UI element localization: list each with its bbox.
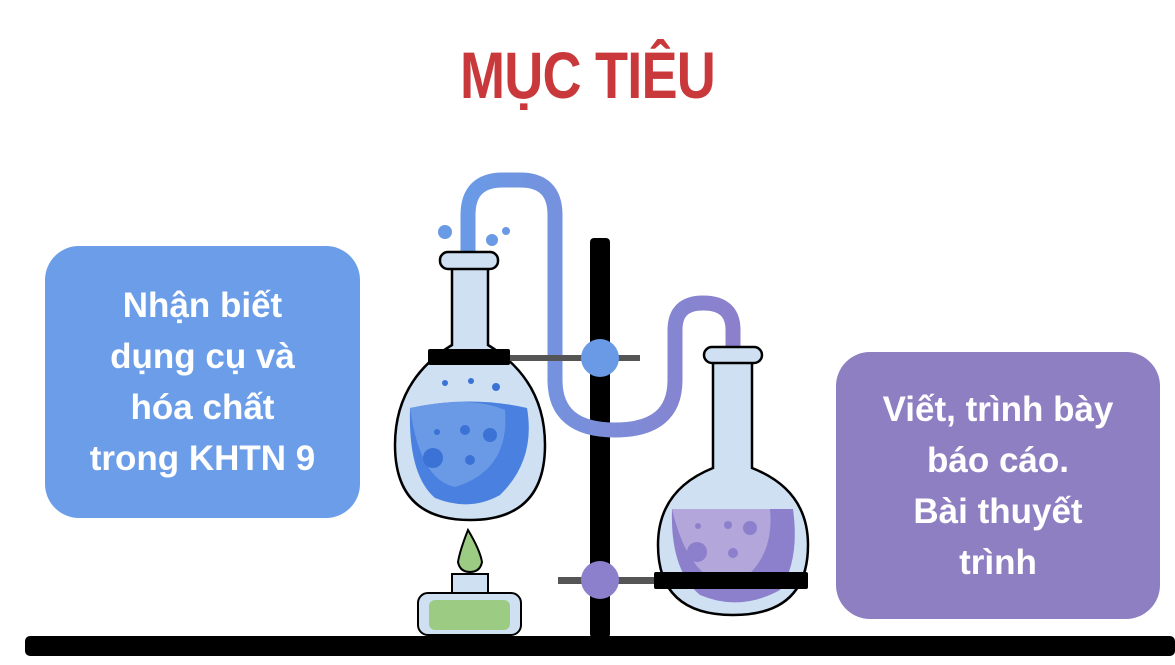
objective-text: Nhận biết dụng cụ và hóa chất trong KHTN…: [89, 286, 316, 478]
bubbles-icon: [438, 225, 510, 246]
clamp-knob-lower: [581, 561, 619, 599]
round-bottom-flask-blue: [393, 250, 547, 522]
delivery-tube: [460, 172, 741, 438]
clamp-arm-upper: [500, 355, 640, 361]
retort-stand-pole: [590, 238, 610, 638]
clamp-lower: [654, 572, 808, 589]
slide-title: MỤC TIÊU: [459, 38, 716, 112]
clamp-knob-upper: [581, 339, 619, 377]
objective-card-write-report: Viết, trình bày báo cáo. Bài thuyết trìn…: [836, 352, 1160, 619]
objective-card-identify-equipment: Nhận biết dụng cụ và hóa chất trong KHTN…: [45, 246, 360, 518]
lab-base-bar: [25, 636, 1175, 656]
alcohol-burner: [417, 527, 522, 636]
objective-text: Viết, trình bày báo cáo. Bài thuyết trìn…: [882, 389, 1114, 582]
clamp-upper: [428, 349, 510, 365]
